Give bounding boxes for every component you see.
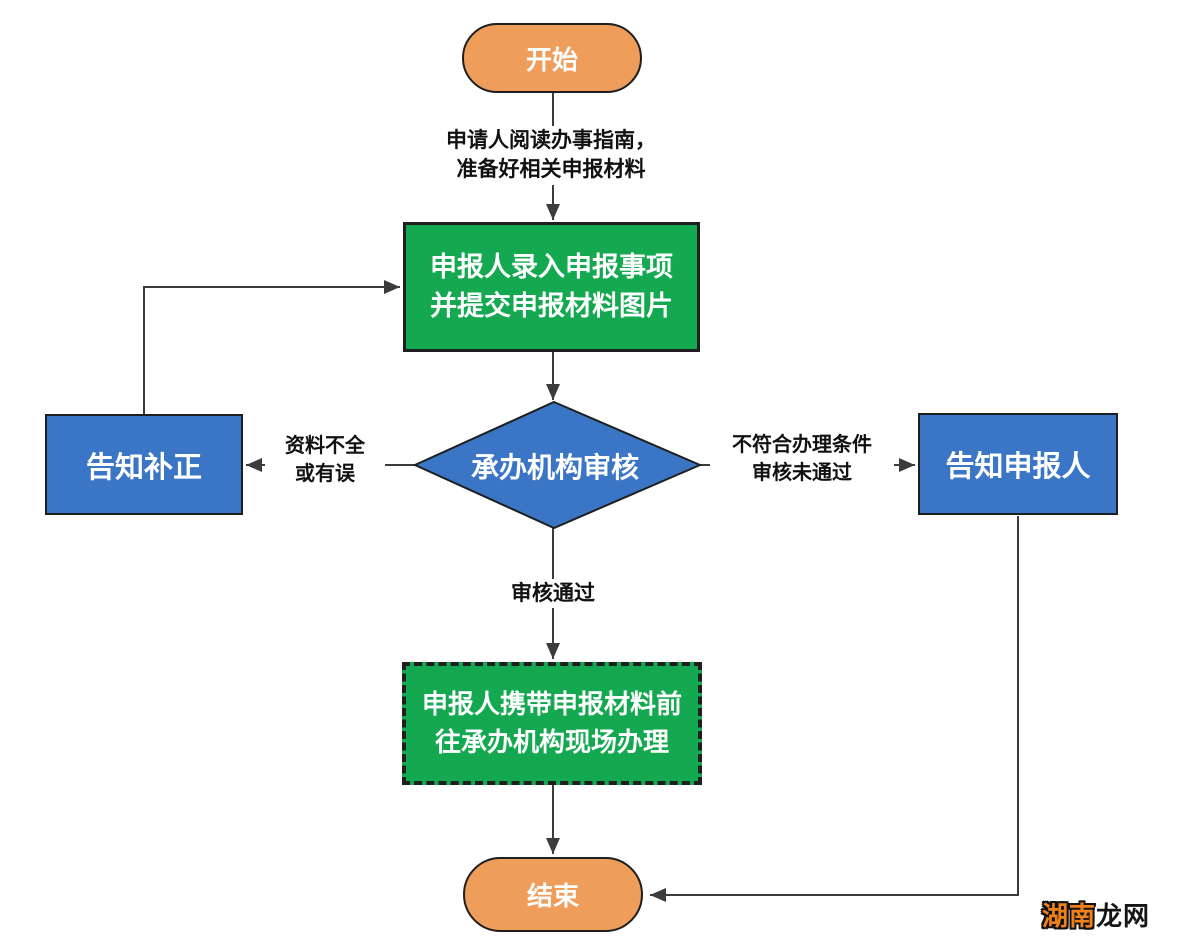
- start-node: 开始: [462, 23, 642, 93]
- review-decision-label: 承办机构审核: [470, 452, 639, 483]
- review-decision-diamond: [412, 400, 703, 530]
- notify-correction-node: 告知补正: [45, 414, 243, 515]
- end-node: 结束: [463, 857, 643, 932]
- incomplete-materials-label: 资料不全 或有误: [265, 432, 385, 488]
- approved-label: 审核通过: [493, 579, 613, 609]
- rejected-conditions-label: 不符合办理条件 审核未通过: [710, 431, 894, 487]
- edge-applicant-to-end: [650, 516, 1019, 902]
- notify-applicant-node: 告知申报人: [918, 413, 1118, 515]
- input-declaration-node: 申报人录入申报事项 并提交申报材料图片: [403, 222, 700, 352]
- watermark-part2: 龙网: [1096, 901, 1151, 931]
- watermark-part1: 湖南: [1042, 901, 1097, 931]
- site-watermark: 湖南龙网: [1042, 896, 1150, 933]
- onsite-processing-node: 申报人携带申报材料前 往承办机构现场办理: [402, 662, 702, 785]
- prepare-materials-label: 申请人阅读办事指南， 准备好相关申报材料: [401, 126, 701, 185]
- edge-correction-back-to-input: [143, 280, 400, 414]
